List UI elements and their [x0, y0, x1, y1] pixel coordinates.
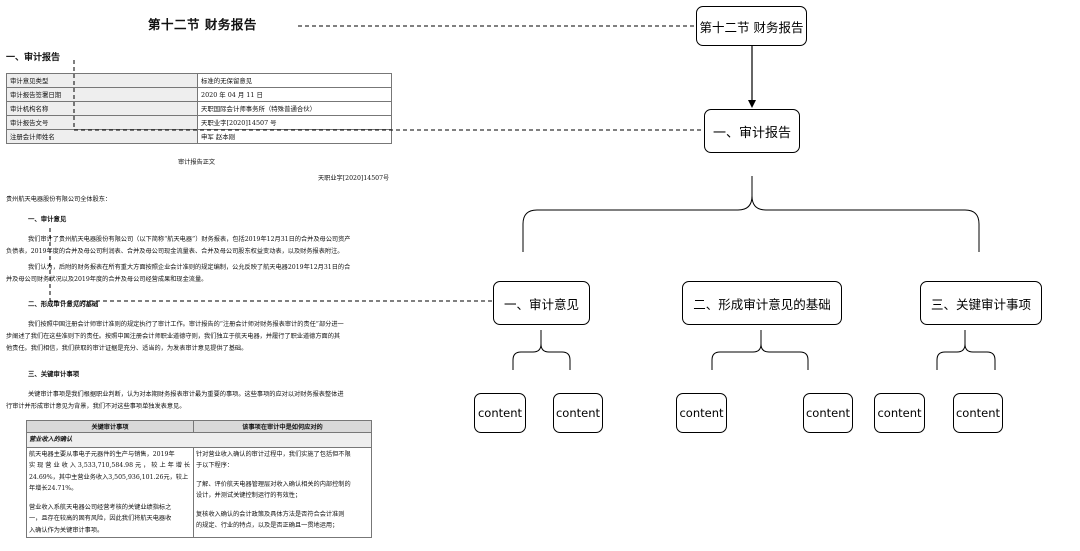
text-line: 行审计并形成审计意见为背景，我们不对这些事项单独发表意见。: [6, 403, 186, 410]
text-line: 针对营业收入确认的审计过程中，我们实施了包括但不限: [196, 450, 351, 458]
document-title: 第十二节 财务报告: [148, 17, 257, 32]
info-value: 天职国际会计师事务所（特殊普通合伙）: [197, 101, 392, 116]
table-row: 航天电器主要从事电子元器件的生产与销售，2019年 实 现 营 业 收 入 3,…: [26, 446, 372, 538]
audit-report-node[interactable]: 一、审计报告: [704, 109, 800, 153]
column-header: 该事项在审计中是如何应对的: [193, 420, 372, 433]
basis-paragraph: 我们按照中国注册会计师审计准则的规定执行了审计工作。审计报告的“注册会计师对财务…: [6, 319, 392, 355]
brace-audit-opinion: [512, 330, 571, 370]
content-node[interactable]: content: [553, 393, 603, 433]
info-label: 审计机构名称: [6, 101, 198, 116]
content-node[interactable]: content: [874, 393, 925, 433]
text-line: 于以下程序：: [196, 462, 234, 469]
kam-paragraph: 关键审计事项是我们根据职业判断，认为对本期财务报表审计最为重要的事项。这些事项的…: [6, 389, 392, 413]
column-header: 关键审计事项: [26, 420, 194, 433]
audit-info-table: 审计意见类型 标准的无保留意见 审计报告签署日期 2020 年 04 月 11 …: [6, 73, 392, 144]
table-header-row: 关键审计事项 该事项在审计中是如何应对的: [26, 420, 372, 433]
content-node[interactable]: content: [953, 393, 1003, 433]
text-line: 复核收入确认的会计政策及具体方法是否符合会计准则: [196, 510, 345, 518]
info-label: 审计报告文号: [6, 115, 198, 130]
report-number: 天职业字[2020]14507号: [318, 175, 390, 182]
text-line: 我们认为，后附的财务报表在所有重大方面按照企业会计准则的规定编制，公允反映了航天…: [28, 264, 351, 271]
table-row: 审计报告文号 天职业字[2020]14507 号: [6, 115, 392, 130]
text-line: 他责任。我们相信，我们获取的审计证据是充分、适当的，为发表审计意见提供了基础。: [6, 345, 248, 352]
content-node[interactable]: content: [676, 393, 727, 433]
matter-cell: 航天电器主要从事电子元器件的生产与销售，2019年 实 现 营 业 收 入 3,…: [26, 446, 194, 538]
category-cell: 营业收入的确认: [26, 432, 372, 448]
text-line: 24.69%，其中主营业务收入3,505,936,101.26元，较上: [29, 473, 189, 481]
kam-heading: 三、关键审计事项: [28, 370, 80, 378]
info-label: 审计报告签署日期: [6, 87, 198, 102]
table-row: 注册会计师姓名 申军 赵本刚: [6, 129, 392, 144]
opinion-heading: 一、审计意见: [28, 215, 67, 223]
text-line: 实 现 营 业 收 入 3,533,710,584.98 元 ， 较 上 年 增…: [29, 462, 191, 469]
opinion-paragraph-2: 我们认为，后附的财务报表在所有重大方面按照企业会计准则的规定编制，公允反映了航天…: [6, 262, 392, 286]
info-value: 2020 年 04 月 11 日: [197, 87, 392, 102]
text-line: 我们审计了贵州航天电器股份有限公司（以下简称“航天电器”）财务报表，包括2019…: [28, 236, 351, 243]
report-body-title: 审计报告正文: [178, 159, 216, 166]
opinion-paragraph-1: 我们审计了贵州航天电器股份有限公司（以下简称“航天电器”）财务报表，包括2019…: [6, 234, 392, 258]
text-line: 步阐述了我们在这些准则下的责任。按照中国注册会计师职业道德守则，我们独立于航天电…: [6, 333, 341, 340]
info-value: 天职业字[2020]14507 号: [197, 115, 392, 130]
text-line: 关键审计事项是我们根据职业判断，认为对本期财务报表审计最为重要的事项。这些事项的…: [28, 391, 344, 398]
text-line: 负债表，2019年度的合并及母公司利润表、合并及母公司现金流量表、合并及母公司股…: [6, 248, 344, 255]
key-audit-matters-node[interactable]: 三、关键审计事项: [920, 281, 1042, 325]
opinion-basis-node[interactable]: 二、形成审计意见的基础: [682, 281, 842, 325]
content-node[interactable]: content: [474, 393, 526, 433]
table-row: 审计意见类型 标准的无保留意见: [6, 73, 392, 88]
text-line: 我们按照中国注册会计师审计准则的规定执行了审计工作。审计报告的“注册会计师对财务…: [28, 321, 344, 328]
info-label: 审计意见类型: [6, 73, 198, 88]
brace-kam: [936, 330, 996, 370]
table-row: 营业收入的确认: [26, 432, 372, 448]
text-line: 入确认作为关键审计事项。: [29, 526, 104, 534]
text-line: 设计，并测试关键控制运行的有效性；: [196, 492, 302, 499]
info-label: 注册会计师姓名: [6, 129, 198, 144]
response-cell: 针对营业收入确认的审计过程中，我们实施了包括但不限 于以下程序： 了解、评价航天…: [193, 446, 372, 538]
audit-opinion-node[interactable]: 一、审计意见: [493, 281, 590, 325]
text-line: 一，且存在较高的固有风险，因此我们将航天电器收: [29, 515, 172, 522]
basis-heading: 二、形成审计意见的基础: [28, 300, 99, 308]
text-line: 的规定、行业的特点，以及是否正确且一贯地运用；: [196, 522, 339, 529]
financial-report-document: 第十二节 财务报告 一、审计报告 审计意见类型 标准的无保留意见 审计报告签署日…: [0, 0, 400, 551]
info-value: 标准的无保留意见: [197, 73, 392, 88]
text-line: 航天电器主要从事电子元器件的生产与销售，2019年: [29, 450, 175, 458]
info-value: 申军 赵本刚: [197, 129, 392, 144]
text-line: 年增长24.71%。: [29, 485, 78, 492]
table-row: 审计机构名称 天职国际会计师事务所（特殊普通合伙）: [6, 101, 392, 116]
table-row: 审计报告签署日期 2020 年 04 月 11 日: [6, 87, 392, 102]
brace-level1: [522, 176, 980, 252]
root-node[interactable]: 第十二节 财务报告: [696, 6, 807, 46]
content-node[interactable]: content: [803, 393, 853, 433]
text-line: 营业收入系航天电器公司经营考核的关键业绩指标之: [29, 503, 172, 511]
key-audit-matters-table: 关键审计事项 该事项在审计中是如何应对的 营业收入的确认 航天电器主要从事电子元…: [26, 420, 372, 538]
brace-basis: [711, 330, 809, 370]
addressee: 贵州航天电器股份有限公司全体股东：: [6, 196, 112, 203]
text-line: 并及母公司财务状况以及2019年度的合并及母公司经营成果和现金流量。: [6, 276, 208, 283]
text-line: 了解、评价航天电器管理层对收入确认相关的内部控制的: [196, 480, 351, 488]
section1-heading: 一、审计报告: [6, 53, 61, 63]
